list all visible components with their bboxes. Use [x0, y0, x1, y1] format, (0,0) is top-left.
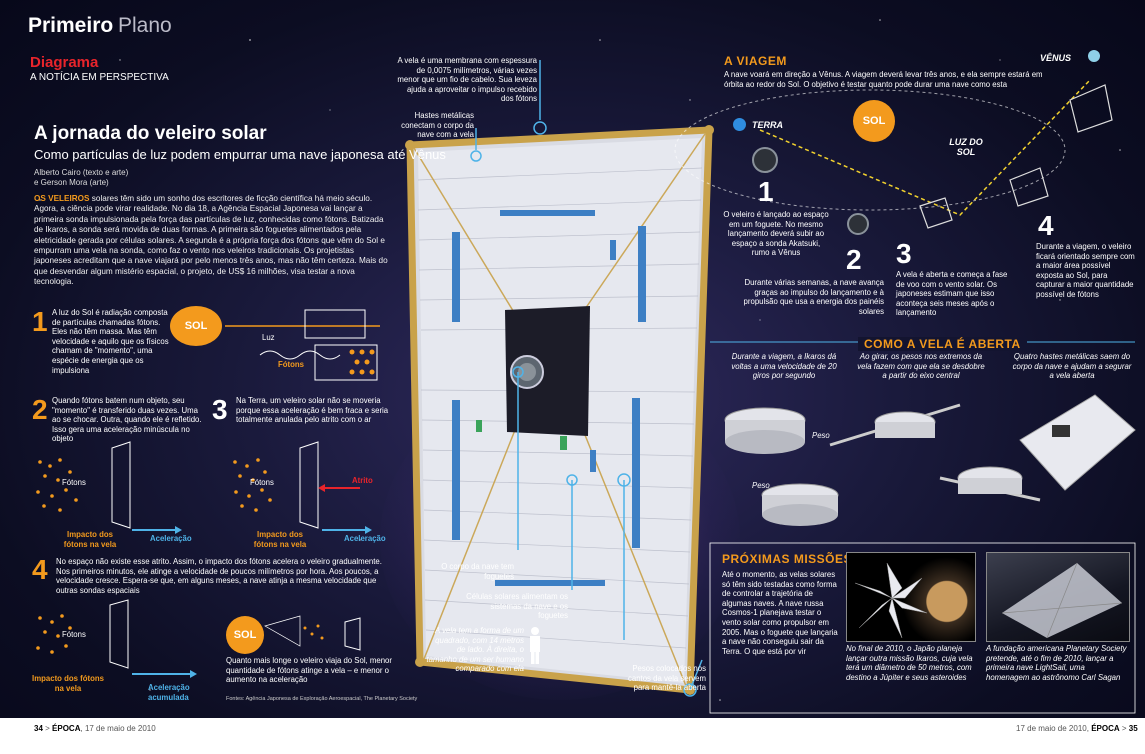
left-date: 17 de maio de 2010 — [84, 724, 156, 733]
weights-callout: Pesos colocados nos cantos da vela serve… — [627, 664, 706, 693]
photon-diagram-3 — [233, 441, 372, 534]
sunlight-label: LUZ DO SOL — [949, 137, 983, 157]
venus-planet — [1088, 50, 1100, 62]
ikaros-photo — [846, 552, 976, 642]
stars — [39, 19, 1121, 701]
step-2-number: 2 — [32, 394, 48, 425]
voyage-3-number: 3 — [896, 238, 912, 269]
opening-step-3: Quatro hastes metálicas saem do corpo da… — [1012, 352, 1132, 381]
opening-step-1: Durante a viagem, a Ikaros dá voltas a u… — [731, 352, 837, 381]
weight-label-2: Peso — [752, 481, 770, 490]
voyage-4-text: Durante a viagem, o veleiro ficará orien… — [1036, 242, 1135, 299]
brand-light: Plano — [118, 14, 172, 37]
missions-box — [709, 542, 1136, 714]
article-title: A jornada do veleiro solar — [34, 123, 267, 144]
diagram-graphics — [36, 19, 1136, 714]
brand-bold: Primeiro — [28, 14, 114, 37]
step-2-text: Quando fótons batem num objeto, seu "mom… — [52, 396, 202, 444]
step-3-text: Na Terra, um veleiro solar não se moveri… — [236, 396, 389, 425]
sail-callouts — [470, 60, 703, 697]
membrane-callout: A vela é uma membrana com espessura de 0… — [397, 56, 537, 104]
mission-1-text: No final de 2010, o Japão planeja lançar… — [846, 644, 973, 682]
step-1-number: 1 — [32, 306, 48, 337]
photons-label-4: Fótons — [62, 630, 86, 639]
cells-callout: Células solares alimentam os sistemas da… — [466, 592, 568, 621]
photon-diagram-1 — [225, 309, 380, 381]
sun-circle-1: SOL — [170, 306, 222, 346]
rods-callout: Hastes metálicas conectam o corpo da nav… — [401, 111, 474, 140]
left-magazine: ÉPOCA — [52, 724, 81, 733]
photon-diagram-4 — [36, 599, 361, 678]
weight-label-1: Peso — [812, 431, 830, 440]
left-page-number: 34 — [34, 724, 43, 733]
earth-label: TERRA — [752, 120, 783, 130]
opening-sequence — [724, 394, 1136, 526]
step-4-number: 4 — [32, 554, 48, 585]
voyage-1-number: 1 — [758, 176, 774, 207]
missions-text: Até o momento, as velas solares só têm s… — [722, 570, 838, 656]
voyage-2-number: 2 — [846, 244, 862, 275]
opening-step-2: Ao girar, os pesos nos extremos da vela … — [857, 352, 985, 381]
earth-planet — [733, 118, 746, 131]
credit-2: e Gerson Mora (arte) — [34, 178, 109, 187]
credit-1: Alberto Cairo (texto e arte) — [34, 168, 129, 177]
venus-label: VÊNUS — [1040, 53, 1072, 63]
voyage-4-number: 4 — [1038, 210, 1054, 241]
footer-left: 34 > ÉPOCA, 17 de maio de 2010 — [34, 724, 156, 733]
acceleration-label-3: Aceleração — [344, 534, 386, 543]
intro-text: solares têm sido um sonho dos escritores… — [34, 194, 388, 287]
voyage-title: A VIAGEM — [724, 54, 787, 68]
acceleration-label-4: Aceleração acumulada — [148, 683, 190, 702]
sun-voyage: SOL — [853, 100, 895, 142]
square-callout: A vela tem a forma de um quadrado, com 1… — [426, 626, 524, 674]
impact-label-3: Impacto dos fótons na vela — [253, 530, 307, 549]
voyage-orbit — [674, 79, 1113, 235]
solar-sail — [405, 125, 714, 695]
voyage-3-text: A vela é aberta e começa a fase de voo c… — [896, 270, 1008, 318]
light-label: Luz — [262, 333, 275, 342]
sun-circle-2: SOL — [226, 616, 264, 654]
voyage-1-text: O veleiro é lançado ao espaço em um fogu… — [723, 210, 829, 258]
step-3-number: 3 — [212, 394, 228, 425]
section-label: Diagrama — [30, 54, 99, 71]
source-note: Fontes: Agência Japonesa de Exploração A… — [226, 696, 418, 702]
photons-label-3: Fótons — [250, 478, 274, 487]
human-figure — [530, 627, 540, 664]
lightsail-photo — [986, 552, 1130, 642]
missions-title: PRÓXIMAS MISSÕES — [722, 552, 853, 566]
body-callout: O corpo da nave tem foguetes — [441, 562, 514, 581]
step-1-text: A luz do Sol é radiação composta de part… — [52, 308, 169, 375]
photons-label-2: Fótons — [62, 478, 86, 487]
photons-label-1: Fótons — [278, 360, 304, 369]
impact-label-4: Impacto dos fótons na vela — [32, 674, 104, 693]
friction-label-3: Atrito — [352, 476, 373, 485]
intro-lead: OS VELEIROS — [34, 194, 90, 203]
article-intro: OS VELEIROS solares têm sido um sonho do… — [34, 194, 392, 288]
step-5-text: Quanto mais longe o veleiro viaja do Sol… — [226, 656, 392, 685]
page-footer — [0, 718, 1145, 754]
step-4-text: No espaço não existe esse atrito. Assim,… — [56, 557, 382, 595]
ikaros-flower-sail — [854, 562, 928, 639]
acceleration-label-2: Aceleração — [150, 534, 192, 543]
voyage-2-text: Durante várias semanas, a nave avança gr… — [743, 278, 884, 316]
section-sub: A NOTÍCIA EM PERSPECTIVA — [30, 72, 169, 83]
right-magazine: ÉPOCA — [1091, 724, 1120, 733]
article-subtitle: Como partículas de luz podem empurrar um… — [34, 147, 446, 162]
footer-right: 17 de maio de 2010, ÉPOCA > 35 — [1016, 724, 1138, 733]
lightsail-shape — [1001, 562, 1123, 639]
right-date: 17 de maio de 2010 — [1016, 724, 1087, 733]
mission-2-text: A fundação americana Planetary Society p… — [986, 644, 1127, 682]
opening-title: COMO A VELA É ABERTA — [858, 337, 1027, 351]
right-page-number: 35 — [1128, 724, 1138, 733]
photon-diagram-2 — [36, 441, 182, 534]
impact-label-2: Impacto dos fótons na vela — [63, 530, 117, 549]
voyage-intro: A nave voará em direção a Vênus. A viage… — [724, 70, 1043, 89]
